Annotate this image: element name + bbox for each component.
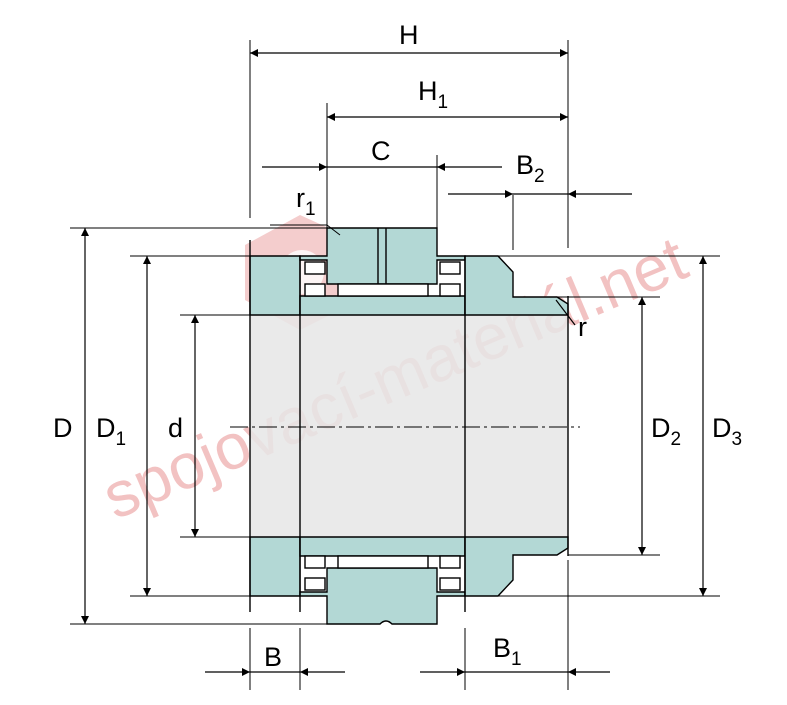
label-C: C [371,136,391,166]
label-B: B [264,642,282,672]
label-d: d [168,413,183,443]
label-D3: D3 [712,413,742,450]
inner-ring-left-top [249,255,301,316]
dim-r-leader [555,299,576,326]
dimension-labels: H H1 C B2 r1 r D D1 d D2 D3 B B1 [53,20,742,672]
extension-lines [70,40,720,690]
inner-ring-bottom [299,536,466,557]
dimension-arrows [81,49,707,676]
label-D: D [53,413,73,443]
label-D2: D2 [651,413,681,450]
roller-left-b-top [304,283,326,297]
needle-roller-bottom [337,555,429,569]
label-B1: B1 [493,633,522,670]
roller-right-a-bottom [439,555,461,569]
outer-ring-bottom [299,567,466,625]
inner-ring-top [299,295,466,316]
roller-right-b-top [439,283,461,297]
label-D1: D1 [96,413,126,450]
roller-left-a-bottom [304,555,326,569]
bore-area [250,315,568,537]
label-H: H [399,20,419,50]
bearing-bottom-half [249,536,569,625]
label-B2: B2 [516,150,545,187]
roller-right-a-top [439,261,461,275]
inner-ring-left-bottom [249,536,301,597]
flange-ring-bottom [464,536,569,597]
label-H1: H1 [418,76,448,113]
roller-left-b-bottom [304,577,326,591]
needle-roller-top [337,283,429,297]
label-r: r [578,312,587,342]
roller-left-a-top [304,261,326,275]
label-r1: r1 [296,183,316,220]
roller-right-b-bottom [439,577,461,591]
section-lines [249,240,569,612]
